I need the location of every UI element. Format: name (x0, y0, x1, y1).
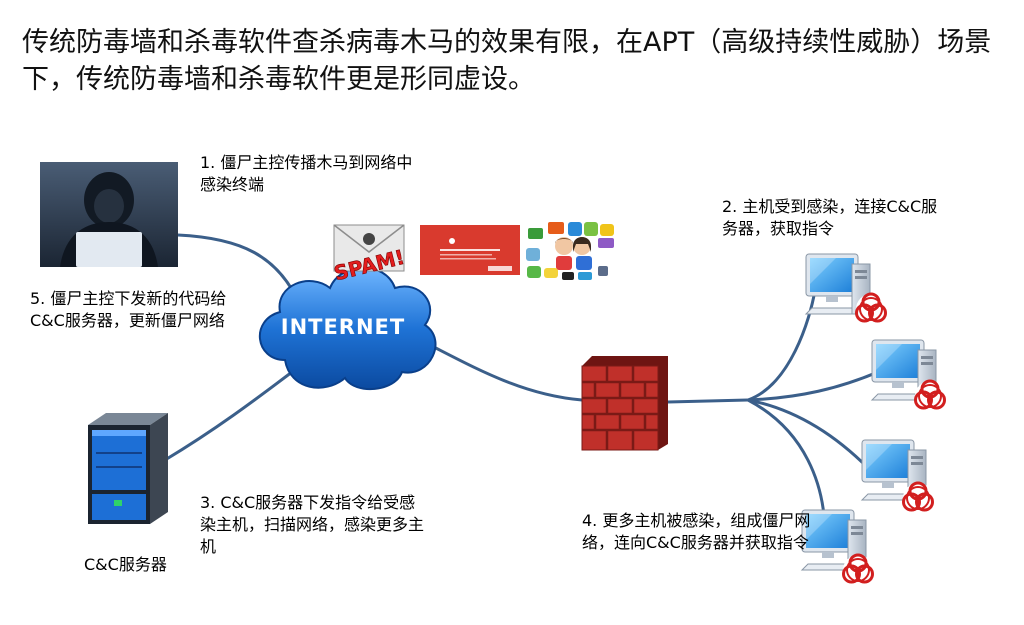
step-4-label: 4. 更多主机被感染，组成僵尸网络，连向C&C服务器并获取指令 (582, 511, 811, 552)
firewall-icon (581, 356, 668, 451)
cc-server-label: C&C服务器 (84, 555, 167, 574)
biohazard-icon (841, 553, 875, 587)
spam-envelope-icon: SPAM! (331, 224, 407, 286)
line-server-to-internet (164, 370, 293, 462)
internet-label: INTERNET (281, 315, 405, 339)
biohazard-icon (854, 292, 888, 326)
connection-lines (164, 233, 879, 536)
infected-host-2 (871, 339, 947, 413)
step-5-label: 5. 僵尸主控下发新的代码给C&C服务器，更新僵尸网络 (30, 289, 227, 330)
social-app-icons (526, 222, 614, 280)
internet-cloud: INTERNET (258, 266, 437, 390)
infected-host-3 (861, 439, 935, 515)
hacker-image (40, 162, 178, 267)
infected-host-1 (805, 253, 888, 326)
biohazard-icon (913, 379, 947, 413)
step-1-label: 1. 僵尸主控传播木马到网络中感染终端 (200, 153, 413, 194)
biohazard-icon (901, 481, 935, 515)
infected-host-4 (801, 509, 875, 587)
line-hub-to-pc3 (747, 398, 870, 470)
malware-warning-screenshot (420, 225, 520, 275)
page-title: 传统防毒墙和杀毒软件查杀病毒木马的效果有限，在APT（高级持续性威胁）场景下，传… (22, 27, 992, 95)
line-hub-to-pc1 (747, 289, 817, 402)
line-internet-to-firewall (419, 338, 583, 402)
step-2-label: 2. 主机受到感染，连接C&C服务器，获取指令 (722, 197, 938, 238)
cc-server-icon (88, 413, 168, 524)
line-hub-to-pc2 (747, 370, 879, 402)
step-3-label: 3. C&C服务器下发指令给受感染主机，扫描网络，感染更多主机 (200, 493, 425, 556)
line-firewall-hub (667, 398, 749, 404)
